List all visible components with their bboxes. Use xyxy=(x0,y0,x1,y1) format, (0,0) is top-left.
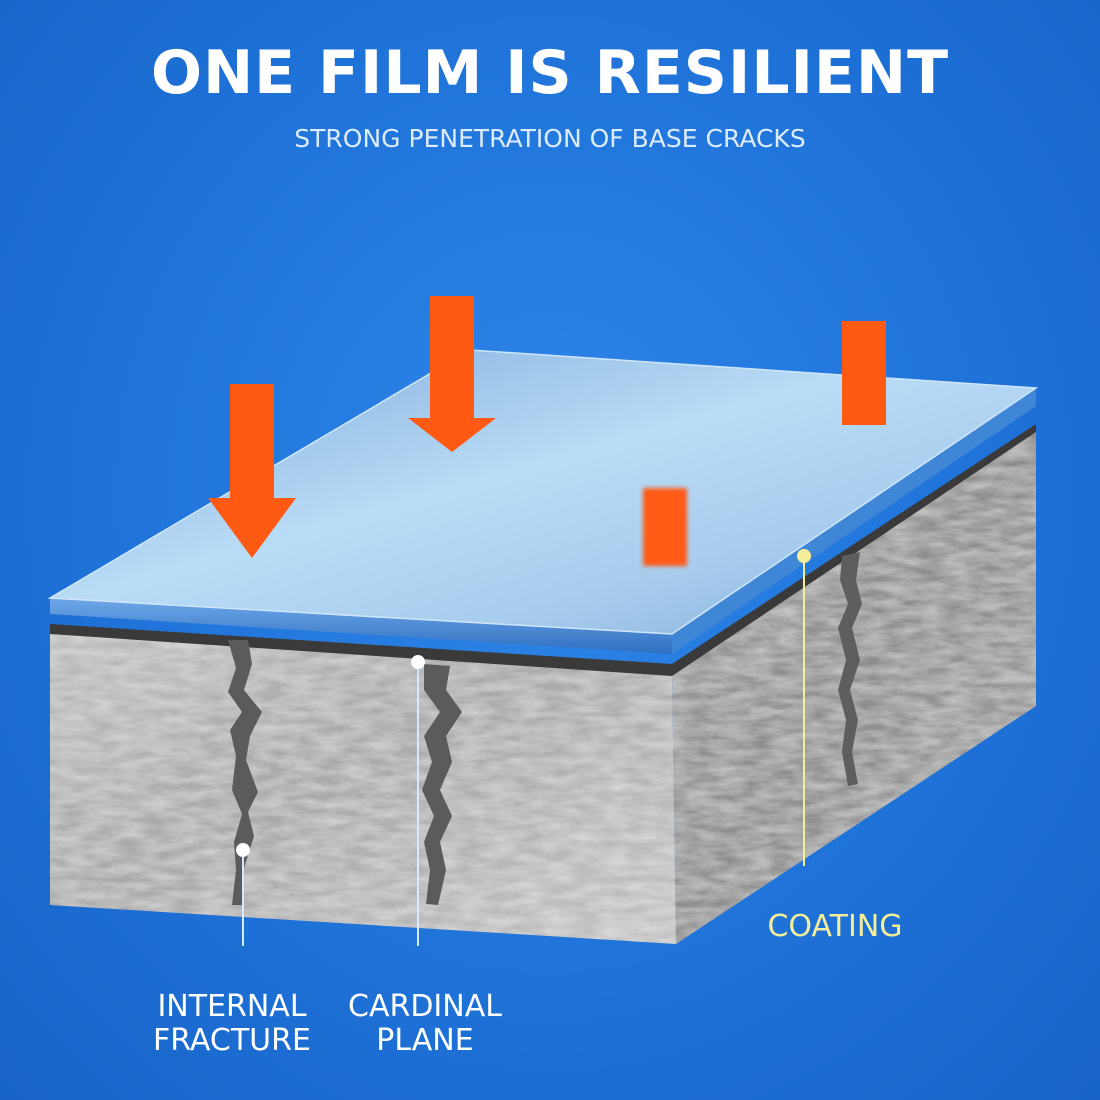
stone-front-face xyxy=(50,630,676,944)
coating-dot xyxy=(797,549,811,563)
page-subtitle: STRONG PENETRATION OF BASE CRACKS xyxy=(294,124,806,153)
cardinal-plane-label-line-1: CARDINAL xyxy=(348,989,502,1024)
arrow-down-icon xyxy=(408,296,496,452)
stone-side-face xyxy=(672,428,1036,944)
side-crack xyxy=(838,552,862,786)
cardinal-plane-label: CARDINAL PLANE xyxy=(325,990,525,1058)
internal-fracture-crack xyxy=(228,640,262,905)
orange-bar-icon xyxy=(643,488,687,566)
internal-fracture-label-line-1: INTERNAL xyxy=(157,989,307,1024)
orange-bar-icon xyxy=(842,321,886,425)
coating-label: COATING xyxy=(767,909,903,944)
film-front-edge xyxy=(50,598,672,654)
internal-fracture-dot xyxy=(236,843,250,857)
internal-fracture-label: INTERNAL FRACTURE xyxy=(132,990,332,1058)
film-side-edge xyxy=(672,388,1036,654)
page-title: ONE FILM IS RESILIENT xyxy=(150,38,950,108)
film-top-surface xyxy=(47,349,1039,635)
cardinal-plane-label-line-2: PLANE xyxy=(376,1023,474,1058)
cardinal-plane-dot xyxy=(411,655,425,669)
arrow-down-icon xyxy=(208,384,296,558)
cardinal-plane-crack xyxy=(422,664,462,905)
internal-fracture-label-line-2: FRACTURE xyxy=(153,1023,311,1058)
